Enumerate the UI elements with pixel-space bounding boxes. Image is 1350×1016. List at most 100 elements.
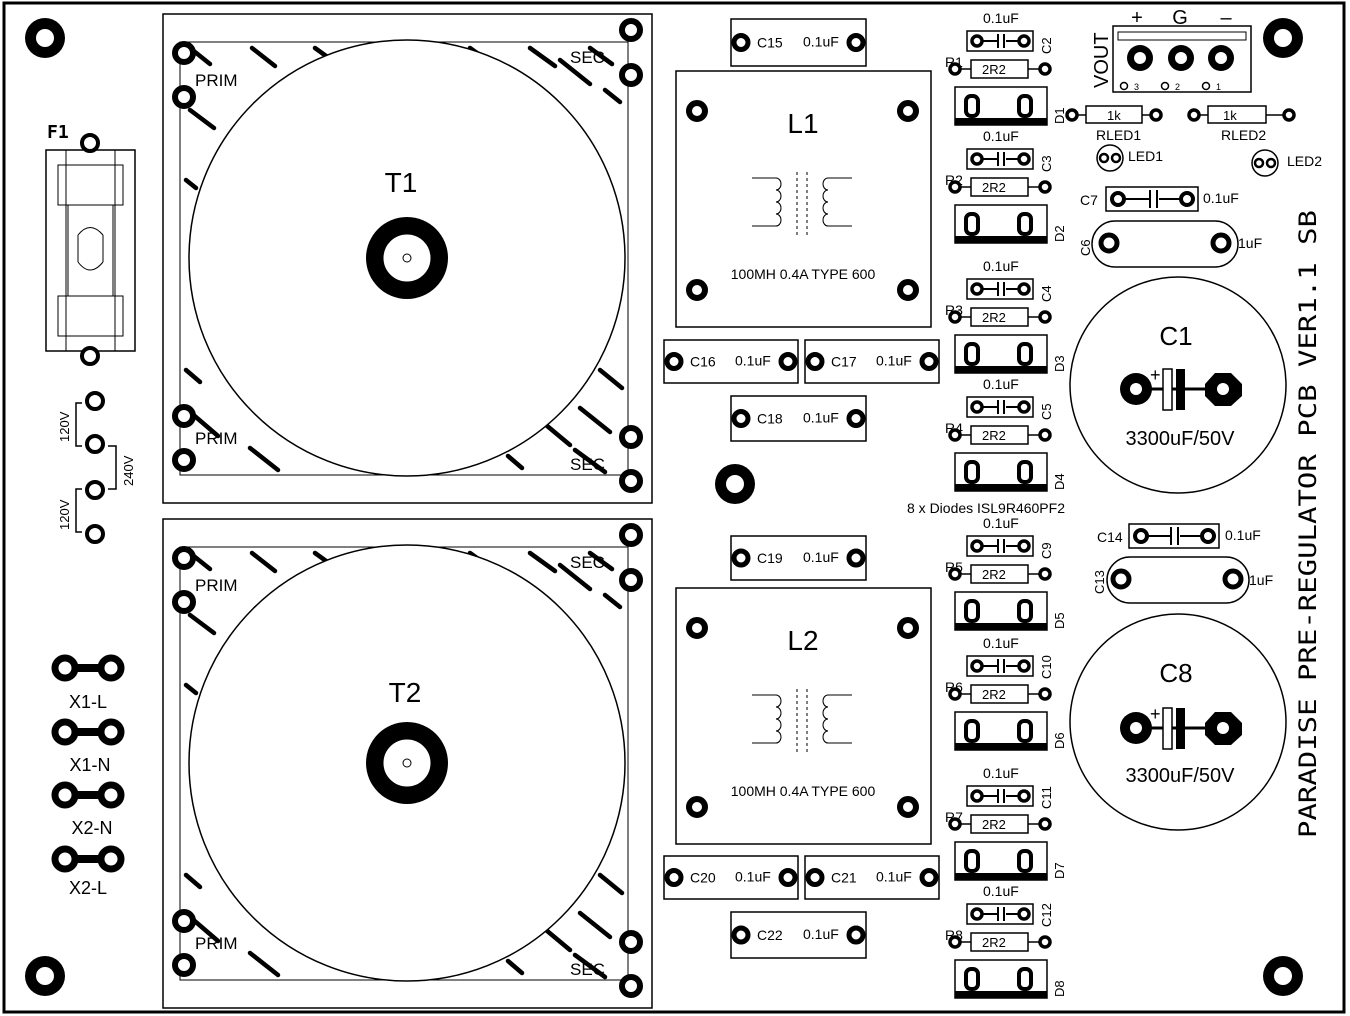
- sec-label-bottom: SEC: [570, 455, 605, 474]
- polarity-mark: +: [1150, 704, 1161, 724]
- cap-value: 0.1uF: [735, 869, 771, 885]
- transformer-t1: T1 PRIM PRIM SEC SEC: [162, 13, 653, 504]
- cap-ref: C21: [831, 870, 857, 886]
- terminal-x1-l: X1-L: [51, 654, 125, 712]
- cap-value: 0.1uF: [983, 515, 1019, 531]
- transformer-ref: T2: [389, 677, 422, 708]
- cap-value: 0.1uF: [803, 926, 839, 942]
- label-120v-lower: 120V: [57, 499, 72, 530]
- diode-ref: D3: [1052, 355, 1067, 372]
- label-240v: 240V: [121, 455, 136, 486]
- cap-ref: C4: [1039, 285, 1054, 302]
- cap-ref: C5: [1039, 403, 1054, 420]
- diodes-note: 8 x Diodes ISL9R460PF2: [907, 500, 1065, 516]
- voltage-selector: 120V 120V 240V: [57, 391, 136, 544]
- resistor-value: 2R2: [982, 310, 1006, 325]
- cap-ref: C16: [690, 354, 716, 370]
- transformer-t2: T2 PRIM PRIM SEC SEC: [162, 518, 653, 1009]
- film-capacitor-c22: C22 0.1uF: [730, 911, 867, 959]
- cap-value: 1uF: [1249, 572, 1273, 588]
- sec-label-top: SEC: [570, 553, 605, 572]
- mounting-holes: [25, 18, 1303, 996]
- inductor-l1: L1 100MH 0.4A TYPE 600: [675, 70, 932, 328]
- resistor-ref: RLED2: [1221, 127, 1266, 143]
- cap-ref: C3: [1039, 155, 1054, 172]
- cap-ref: C22: [757, 927, 783, 943]
- cap-ref: C6: [1078, 239, 1093, 256]
- vout-minus: –: [1220, 7, 1232, 29]
- diode-ref: D7: [1052, 862, 1067, 879]
- resistor-value: 2R2: [982, 428, 1006, 443]
- terminal-x2-n: X2-N: [51, 781, 125, 838]
- fuse-f1: F1: [45, 122, 136, 366]
- cap-ref: C13: [1092, 570, 1107, 594]
- prim-label-top: PRIM: [195, 71, 238, 90]
- diode-ref: D5: [1052, 612, 1067, 629]
- inductor-l2: L2 100MH 0.4A TYPE 600: [675, 587, 932, 845]
- cap-ref: C8: [1159, 658, 1192, 688]
- cap-ref: C7: [1080, 192, 1098, 208]
- cap-ref: C2: [1039, 37, 1054, 54]
- resistor-value: 2R2: [982, 817, 1006, 832]
- cap-ref: C15: [757, 35, 783, 51]
- cap-ref: C1: [1159, 321, 1192, 351]
- polarity-mark: +: [1150, 365, 1161, 385]
- capacitor-c7: C7 0.1uF: [1080, 186, 1239, 212]
- film-capacitor-c18: C18 0.1uF: [730, 395, 867, 442]
- inductor-ref: L1: [787, 108, 818, 139]
- prim-label-bottom: PRIM: [195, 934, 238, 953]
- diode-ref: D8: [1052, 980, 1067, 997]
- pin3-label: 3: [1134, 82, 1139, 92]
- terminal-label: X1-N: [69, 755, 110, 775]
- prim-label-top: PRIM: [195, 576, 238, 595]
- cap-value: 0.1uF: [803, 410, 839, 426]
- pin1-label: 1: [1216, 82, 1221, 92]
- cap-value: 0.1uF: [876, 869, 912, 885]
- terminal-x2-l: X2-L: [51, 845, 125, 898]
- fuse-ref: F1: [47, 122, 69, 143]
- resistor-ref: RLED1: [1096, 127, 1141, 143]
- diode-ref: D2: [1052, 225, 1067, 242]
- cap-value: 0.1uF: [803, 549, 839, 565]
- sec-label-top: SEC: [570, 48, 605, 67]
- cap-value: 0.1uF: [983, 883, 1019, 899]
- led-ref: LED2: [1287, 153, 1322, 169]
- resistor-value: 2R2: [982, 62, 1006, 77]
- diode-ref: D1: [1052, 107, 1067, 124]
- diode-ref: D6: [1052, 732, 1067, 749]
- cap-value: 3300uF/50V: [1126, 428, 1236, 450]
- cap-ref: C18: [757, 411, 783, 427]
- cap-value: 0.1uF: [803, 34, 839, 50]
- capacitor-c13: C13 1uF: [1092, 556, 1273, 604]
- electrolytic-c1: C1 3300uF/50V +: [1069, 276, 1287, 494]
- electrolytic-c8: C8 3300uF/50V +: [1069, 613, 1287, 831]
- led-resistor-2: 1k RLED2: [1187, 105, 1296, 143]
- resistor-value: 2R2: [982, 687, 1006, 702]
- film-capacitor-c15: C15 0.1uF: [730, 18, 867, 67]
- output-connector: 3 2 1 + G – VOUT: [1091, 7, 1252, 93]
- terminal-x1-n: X1-N: [51, 718, 125, 775]
- cap-ref: C10: [1039, 655, 1054, 679]
- sec-label-bottom: SEC: [570, 960, 605, 979]
- film-capacitor-c16: C16 0.1uF: [663, 339, 799, 384]
- cap-ref: C11: [1039, 786, 1054, 809]
- terminal-label: X2-N: [71, 818, 112, 838]
- inductor-ref: L2: [787, 625, 818, 656]
- cap-value: 0.1uF: [735, 353, 771, 369]
- cap-ref: C19: [757, 550, 783, 566]
- cap-value: 1uF: [1238, 235, 1262, 251]
- cap-ref: C17: [831, 354, 857, 370]
- cap-value: 0.1uF: [983, 635, 1019, 651]
- vout-ground: G: [1172, 7, 1188, 29]
